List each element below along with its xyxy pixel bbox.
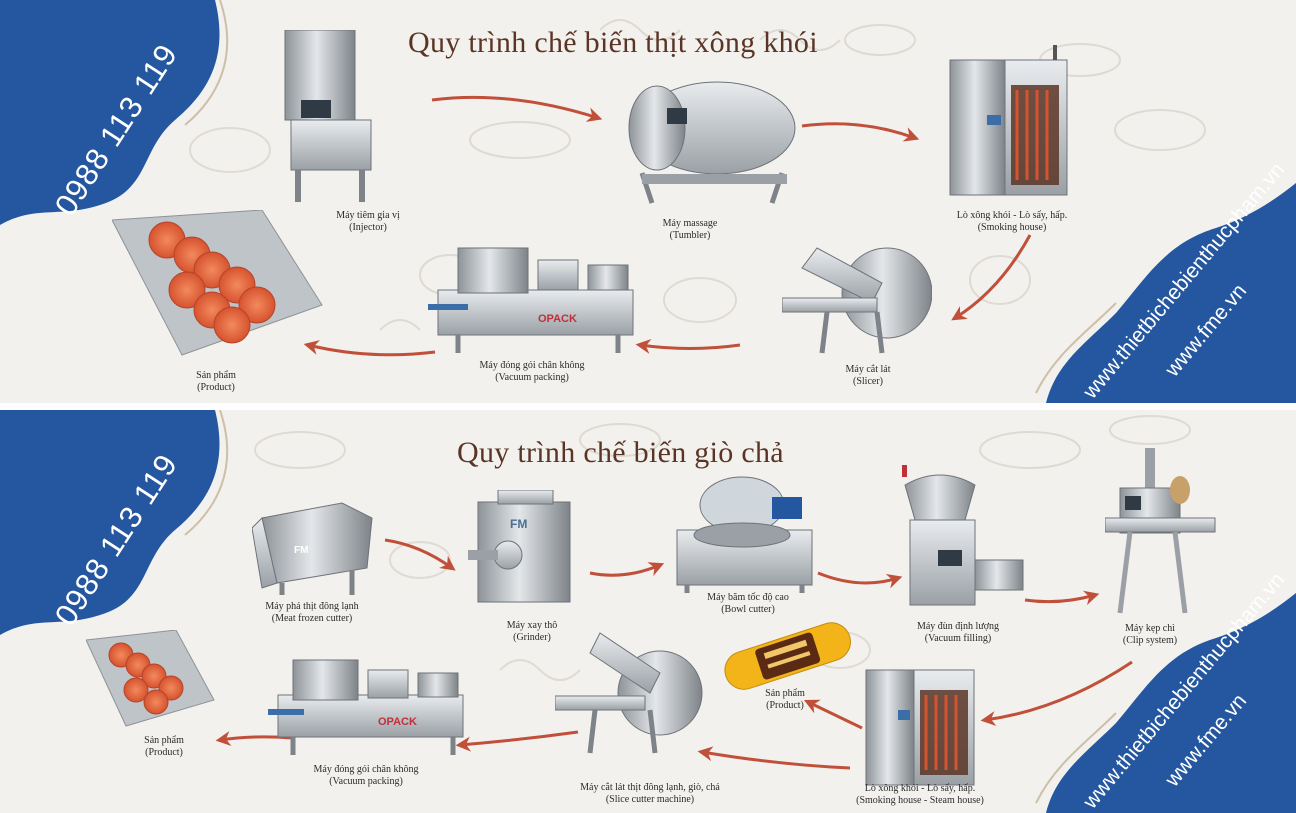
step-caption: Máy tiêm gia vị(Injector)	[336, 210, 400, 233]
grinder-machine: FM	[468, 490, 571, 603]
process-title: Quy trình chế biến thịt xông khói	[408, 26, 818, 59]
panel-divider	[0, 403, 1296, 410]
slice-cutter-machine	[555, 632, 703, 754]
opack-logo: OPACK	[378, 716, 417, 728]
corner-blue-shape	[0, 410, 229, 635]
fm-logo: FM	[510, 517, 527, 531]
step-caption: Sản phẩm(Product)	[144, 735, 184, 758]
corner-blue-shape	[0, 0, 229, 225]
step-caption: Sản phẩm(Product)	[765, 688, 805, 711]
injector-machine	[284, 30, 372, 202]
opack-logo: OPACK	[538, 313, 577, 325]
corner-blue-shape	[1035, 593, 1296, 813]
slicer-machine	[782, 247, 932, 354]
step-caption: Máy cắt lát(Slicer)	[845, 364, 891, 387]
product-tray-image	[112, 210, 323, 356]
step-caption: Máy cắt lát thịt đông lạnh, giò, chả(Sli…	[580, 782, 720, 805]
step-caption: Lò xông khói - Lò sấy, hấp.(Smoking hous…	[856, 783, 984, 806]
step-caption: Máy massage(Tumbler)	[662, 218, 718, 241]
sausage-process-panel: 0988 113 119 www.thietbichebienthucpham.…	[0, 410, 1296, 813]
product-tray-image	[86, 630, 215, 727]
step-caption: Lò xông khói - Lò sấy, hấp.(Smoking hous…	[956, 210, 1068, 233]
step-caption: Máy kẹp chì(Clip system)	[1122, 623, 1178, 646]
process-title: Quy trình chế biến giò chả	[457, 436, 784, 469]
sausage-product-image	[724, 622, 851, 690]
smoking-house	[865, 669, 975, 786]
step-caption: Sản phẩm(Product)	[196, 370, 236, 393]
fm-logo: FM	[294, 545, 308, 556]
bowl-cutter-machine	[676, 476, 813, 593]
smoked-meat-process-panel: 0988 113 119 www.thietbichebienthucpham.…	[0, 0, 1296, 403]
step-caption: Máy đóng gói chân không(Vacuum packing)	[479, 360, 585, 383]
vacuum-packing-machine: OPACK	[268, 659, 464, 755]
step-caption: Máy đóng gói chân không(Vacuum packing)	[313, 764, 419, 787]
step-caption: Máy xay thô(Grinder)	[506, 620, 558, 643]
vacuum-filling-machine	[902, 465, 1024, 606]
tumbler-machine	[628, 81, 796, 204]
smoking-house	[949, 45, 1068, 196]
step-caption: Máy băm tốc độ cao(Bowl cutter)	[707, 592, 789, 615]
step-caption: Máy phá thịt đông lạnh(Meat frozen cutte…	[265, 601, 359, 624]
step-caption: Máy đùn định lượng(Vacuum filling)	[916, 621, 1000, 644]
clip-system-machine	[1105, 448, 1216, 614]
vacuum-packing-machine: OPACK	[428, 247, 634, 353]
frozen-cutter-machine: FM	[252, 502, 373, 595]
corner-blue-shape	[1035, 183, 1296, 403]
